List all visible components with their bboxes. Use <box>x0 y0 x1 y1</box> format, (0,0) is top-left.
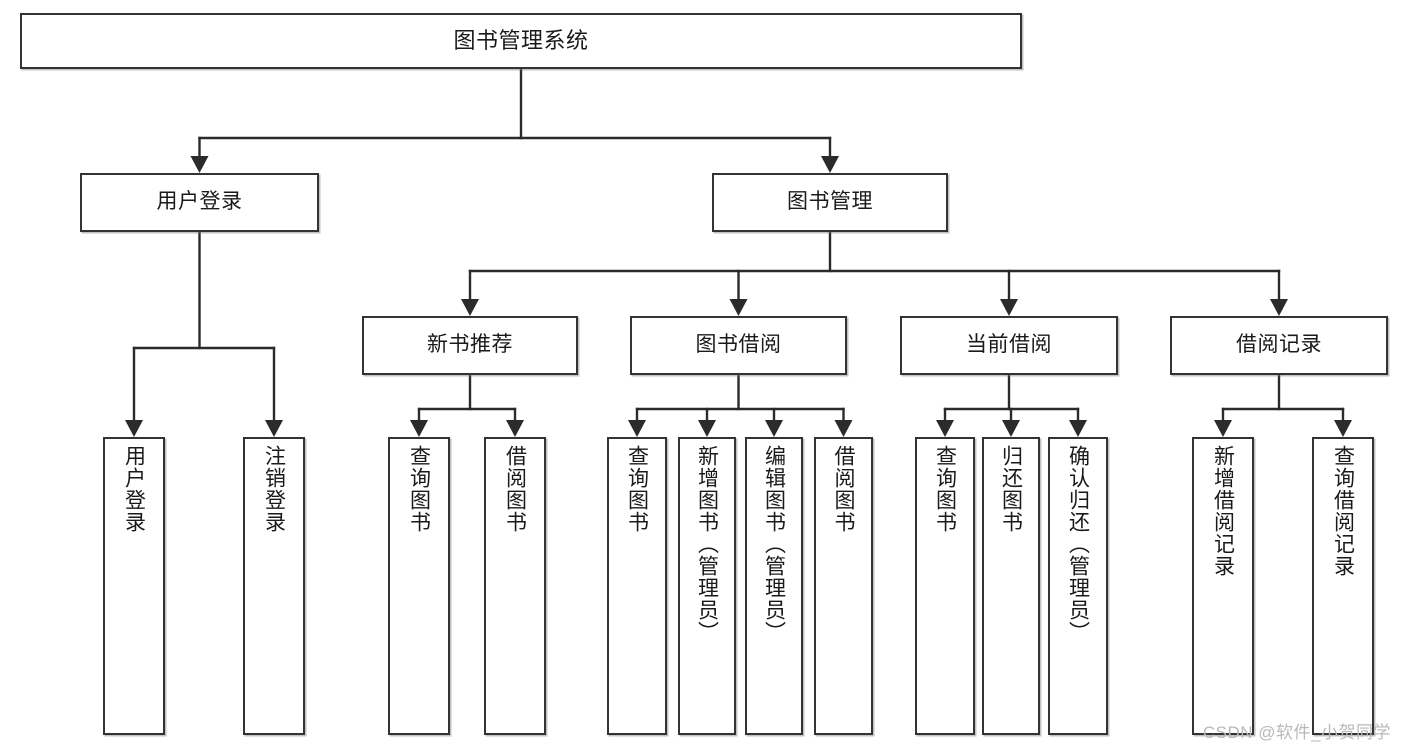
node-label: 借阅图书 <box>503 445 527 533</box>
node-label: 当前借阅 <box>966 333 1052 357</box>
node-leaf-add-borrow-record: 新增借阅记录 <box>1192 437 1254 735</box>
node-label: 图书借阅 <box>695 333 782 357</box>
node-label: 借阅图书 <box>832 445 855 533</box>
connector-arrowhead <box>265 420 283 437</box>
connector-arrowhead <box>628 420 646 437</box>
node-label: 借阅记录 <box>1236 333 1322 357</box>
node-root: 图书管理系统 <box>20 13 1022 69</box>
connector-arrowhead <box>729 299 748 316</box>
node-current-borrow: 当前借阅 <box>900 316 1118 375</box>
node-leaf-add-book: 新增图书（管理员） <box>678 437 736 735</box>
connector-arrowhead <box>1002 420 1020 437</box>
watermark: CSDN @软件_小贺同学 <box>1202 723 1391 742</box>
node-leaf-query-borrow-record: 查询借阅记录 <box>1312 437 1374 735</box>
connector-arrowhead <box>410 420 428 437</box>
connector-arrowhead <box>461 299 479 316</box>
connector-arrowhead <box>834 420 853 437</box>
node-leaf-return-book: 归还图书 <box>982 437 1040 735</box>
connector-arrowhead <box>1214 420 1232 437</box>
node-label: 确认归还（管理员） <box>1066 445 1090 643</box>
node-book-borrow: 图书借阅 <box>630 316 847 375</box>
node-label: 归还图书 <box>999 445 1023 533</box>
node-leaf-edit-book: 编辑图书（管理员） <box>745 437 803 735</box>
node-label: 查询图书 <box>407 445 431 533</box>
node-label: 查询图书 <box>625 445 649 533</box>
node-book-manage: 图书管理 <box>712 173 948 232</box>
node-leaf-query-book-current: 查询图书 <box>915 437 975 735</box>
connector-arrowhead <box>821 156 839 173</box>
node-label: 新书推荐 <box>427 333 513 357</box>
connector-arrowhead <box>698 420 716 437</box>
node-leaf-confirm-return: 确认归还（管理员） <box>1048 437 1108 735</box>
node-leaf-query-book-recommend: 查询图书 <box>388 437 450 735</box>
node-user-login: 用户登录 <box>80 173 319 232</box>
node-label: 注销登录 <box>262 445 286 533</box>
connector-arrowhead <box>1270 299 1288 316</box>
node-leaf-query-book-borrow: 查询图书 <box>607 437 667 735</box>
node-label: 新增借阅记录 <box>1211 445 1235 577</box>
connector-arrowhead <box>190 156 209 173</box>
connector-arrowhead <box>1069 420 1087 437</box>
connector-arrowhead <box>936 420 954 437</box>
connector-arrowhead <box>1334 420 1352 437</box>
node-leaf-borrow-book: 借阅图书 <box>814 437 873 735</box>
connector-arrowhead <box>765 420 783 437</box>
connector-arrowhead <box>1000 299 1018 316</box>
connector-arrowhead <box>125 420 143 437</box>
node-borrow-record: 借阅记录 <box>1170 316 1388 375</box>
node-label: 图书管理系统 <box>453 28 589 54</box>
node-label: 编辑图书（管理员） <box>762 445 786 643</box>
node-label: 用户登录 <box>122 445 146 533</box>
node-label: 查询图书 <box>933 445 957 533</box>
node-leaf-logout: 注销登录 <box>243 437 305 735</box>
node-label: 图书管理 <box>787 190 873 214</box>
node-label: 用户登录 <box>156 190 243 214</box>
node-new-book-recommend: 新书推荐 <box>362 316 578 375</box>
connector-arrowhead <box>506 420 524 437</box>
node-leaf-user-login: 用户登录 <box>103 437 165 735</box>
node-label: 新增图书（管理员） <box>695 445 719 643</box>
node-label: 查询借阅记录 <box>1331 445 1355 577</box>
node-leaf-borrow-book-recommend: 借阅图书 <box>484 437 546 735</box>
